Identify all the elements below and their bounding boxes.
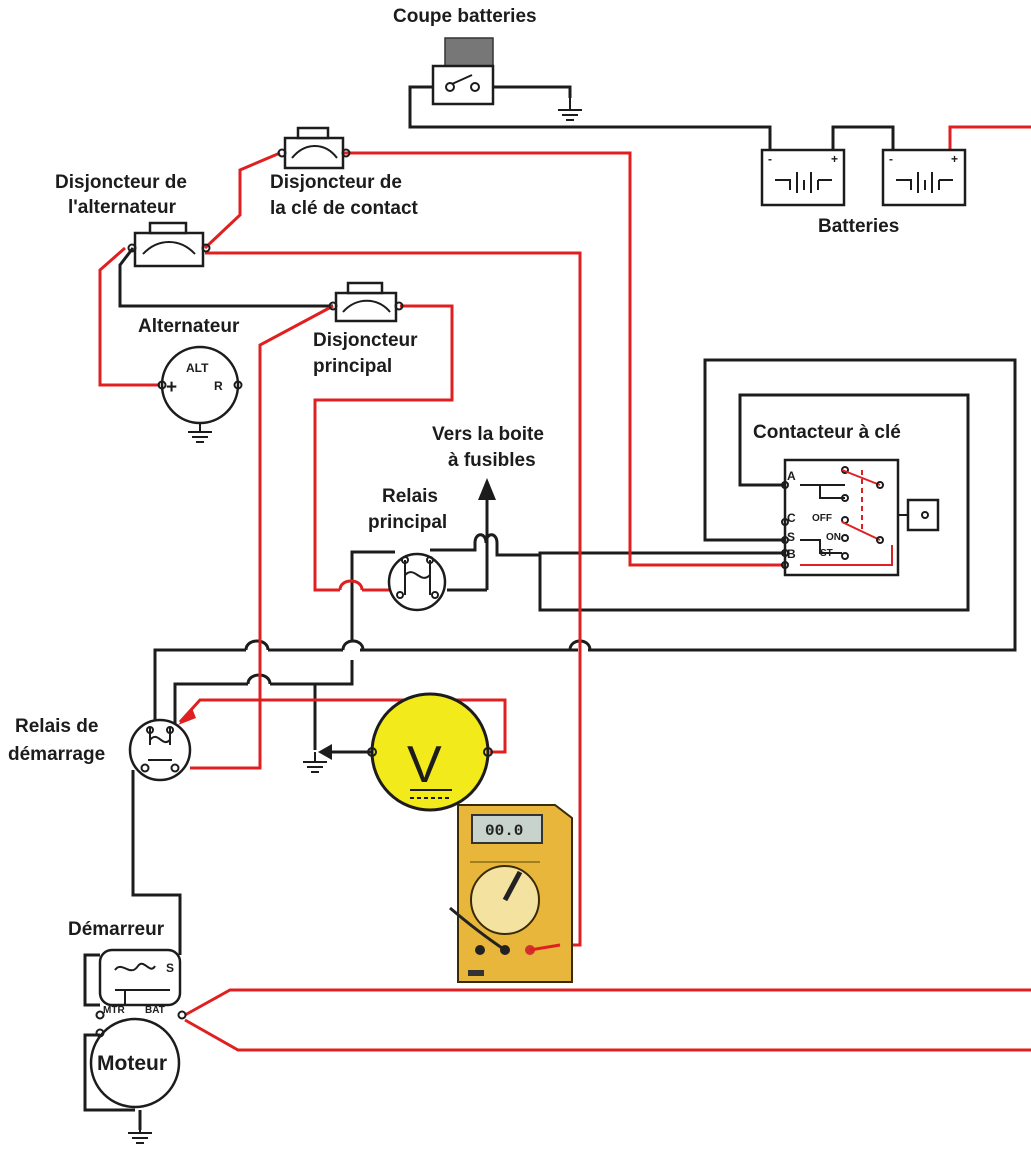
key-switch: A C S B OFF ON ST (781, 458, 940, 577)
label-moteur: Moteur (97, 1052, 167, 1075)
svg-text:OFF: OFF (812, 513, 832, 524)
label-demarreur: Démarreur (68, 919, 165, 940)
breaker-ignition (277, 126, 351, 170)
svg-text:00.0: 00.0 (485, 822, 523, 840)
starter-relay (128, 718, 192, 782)
ground-symbol (558, 98, 582, 121)
label-vers-boite-1: Vers la boite (432, 424, 544, 445)
svg-text:+: + (951, 152, 958, 166)
battery-right: - + (881, 148, 967, 207)
svg-text:MTR: MTR (103, 1005, 125, 1016)
svg-text:C: C (787, 511, 796, 525)
label-coupe-batteries: Coupe batteries (393, 6, 537, 27)
svg-text:R: R (214, 379, 223, 393)
label-relais-principal-2: principal (368, 512, 447, 533)
starter: S MTR BAT Moteur (89, 948, 187, 1144)
battery-left: - + (760, 148, 846, 207)
voltmeter: V (367, 692, 493, 812)
svg-text:-: - (768, 152, 772, 166)
svg-text:-: - (889, 152, 893, 166)
svg-text:+: + (166, 377, 177, 398)
arrow-left-icon (318, 744, 332, 760)
svg-text:+: + (831, 152, 838, 166)
svg-text:S: S (787, 530, 795, 544)
label-disj-cle-1: Disjoncteur de (270, 172, 402, 193)
ground-symbol-voltmeter (303, 752, 327, 773)
red-arrow-icon (178, 708, 196, 725)
label-disj-cle-2: la clé de contact (270, 198, 419, 219)
svg-text:ON: ON (826, 532, 841, 543)
svg-text:A: A (787, 469, 796, 483)
svg-text:V: V (407, 736, 442, 794)
arrow-up-icon (478, 478, 496, 500)
svg-text:B: B (787, 547, 796, 561)
label-vers-boite-2: à fusibles (448, 450, 536, 471)
label-alternateur: Alternateur (138, 316, 240, 337)
breaker-main (328, 281, 404, 323)
main-relay (387, 552, 447, 612)
svg-text:ALT: ALT (186, 361, 209, 375)
svg-text:S: S (166, 961, 174, 975)
multimeter: 00.0 (449, 804, 573, 983)
label-relais-demarrage-1: Relais de (15, 716, 98, 737)
label-disj-alt-2: l'alternateur (68, 197, 177, 218)
red-wires (98, 125, 1031, 1052)
label-contacteur-cle: Contacteur à clé (753, 422, 901, 443)
label-batteries: Batteries (818, 216, 899, 237)
alternator: ALT + R (157, 345, 243, 443)
label-disj-alt-1: Disjoncteur de (55, 172, 187, 193)
label-relais-demarrage-2: démarrage (8, 744, 105, 765)
breaker-alternator (127, 221, 211, 268)
label-disj-principal-2: principal (313, 356, 392, 377)
battery-cutoff-switch: Coupe batteries (393, 6, 537, 106)
label-disj-principal-1: Disjoncteur (313, 330, 418, 351)
svg-text:BAT: BAT (145, 1005, 165, 1016)
label-relais-principal-1: Relais (382, 486, 438, 507)
black-wires (83, 85, 1017, 1130)
